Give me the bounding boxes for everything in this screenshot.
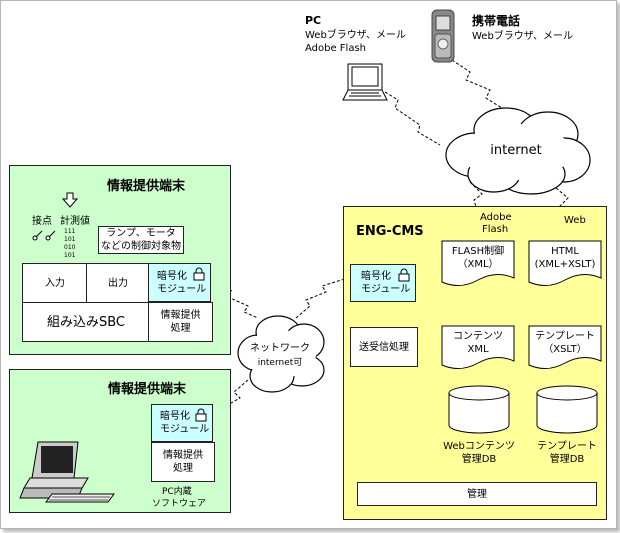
down-arrow-icon: [62, 192, 78, 208]
terminal1-encryption-module: 暗号化 モジュール: [148, 263, 211, 302]
internet-label: internet: [490, 143, 542, 158]
pc-title: PC: [305, 14, 322, 27]
html-line2: (XML+XSLT): [534, 259, 596, 270]
control-line1: ランプ、モータ: [106, 228, 176, 239]
web-content-db-icon: [448, 385, 510, 435]
html-line1: HTML: [551, 246, 579, 257]
network-label: ネットワーク: [250, 343, 310, 354]
adobe-line2: Flash: [482, 224, 509, 235]
html-doc: HTML (XML+XSLT): [528, 240, 602, 290]
enc-line2: モジュール: [361, 284, 411, 295]
internet-cloud: internet: [436, 100, 596, 200]
db1-line1: Webコンテンツ: [443, 441, 515, 452]
sbc-box: 組み込みSBC: [22, 302, 150, 342]
flash-line2: （XML）: [457, 259, 499, 270]
terminal1-title: 情報提供端末: [107, 179, 186, 194]
cms-title: ENG-CMS: [356, 224, 424, 239]
mobile-title: 携帯電話: [472, 14, 521, 28]
bit-row: 101: [64, 236, 76, 243]
switch-icon: [30, 230, 58, 242]
control-line2: などの制御対象物: [101, 241, 181, 252]
db1-line2: 管理DB: [461, 454, 497, 465]
enc-line2: モジュール: [160, 424, 210, 435]
content-line1: コンテンツ: [453, 331, 503, 342]
lock-icon: [195, 408, 207, 422]
pc-line2: Adobe Flash: [305, 43, 367, 54]
pc-line1: Webブラウザ、メール: [305, 30, 407, 41]
control-target-box: ランプ、モータ などの制御対象物: [98, 226, 184, 254]
lock-icon: [193, 267, 205, 281]
terminal2-encryption-module: 暗号化 モジュール: [151, 404, 213, 442]
bit-row: 010: [64, 244, 76, 251]
management-box: 管理: [357, 482, 597, 506]
network-cloud: ネットワーク internet可: [230, 308, 330, 398]
proc-line1: 情報提供: [163, 450, 203, 461]
proc-line2: 処理: [170, 323, 191, 334]
db2-line2: 管理DB: [549, 454, 585, 465]
flash-control-doc: FLASH制御 （XML）: [441, 240, 515, 290]
output-box: 出力: [86, 263, 150, 304]
contact-label: 接点: [32, 216, 52, 227]
input-box: 入力: [22, 263, 88, 304]
bits-block: 111 101 010 101: [64, 228, 75, 260]
mobile-line1: Webブラウザ、メール: [472, 31, 574, 42]
bit-row: 101: [64, 252, 76, 259]
network-sublabel: internet可: [257, 358, 303, 368]
comm-process-box: 送受信処理: [350, 327, 418, 367]
enc-line2: モジュール: [157, 283, 207, 295]
web-label: Web: [564, 215, 586, 226]
measure-label: 計測値: [60, 216, 90, 227]
laptop-icon: [340, 62, 390, 112]
enc-line1: 暗号化: [160, 411, 190, 422]
content-xml-doc: コンテンツ XML: [441, 325, 515, 373]
proc-line2: 処理: [173, 463, 193, 474]
content-line2: XML: [467, 344, 489, 355]
enc-line1: 暗号化: [361, 271, 391, 282]
desktop-pc-icon: [18, 436, 122, 508]
flash-line1: FLASH制御: [451, 246, 505, 257]
bit-row: 111: [64, 228, 76, 235]
cms-encryption-module: 暗号化 モジュール: [350, 264, 416, 302]
enc-line1: 暗号化: [157, 270, 187, 282]
template-line1: テンプレート: [535, 331, 595, 342]
terminal2-title: 情報提供端末: [108, 382, 187, 397]
proc-line1: 情報提供: [160, 310, 201, 321]
pc-internal-line1: PC内蔵: [162, 487, 192, 497]
template-line2: （XSLT）: [543, 344, 587, 355]
terminal1-process-box: 情報提供 処理: [148, 302, 213, 342]
mobile-phone-icon: [430, 8, 456, 64]
pc-internal-line2: ソフトウェア: [152, 499, 207, 509]
lock-icon: [398, 268, 410, 282]
template-db-icon: [536, 385, 598, 435]
terminal2-process-box: 情報提供 処理: [151, 442, 215, 482]
template-doc: テンプレート （XSLT）: [528, 325, 602, 373]
db2-line1: テンプレート: [537, 441, 597, 452]
adobe-line1: Adobe: [480, 212, 512, 223]
